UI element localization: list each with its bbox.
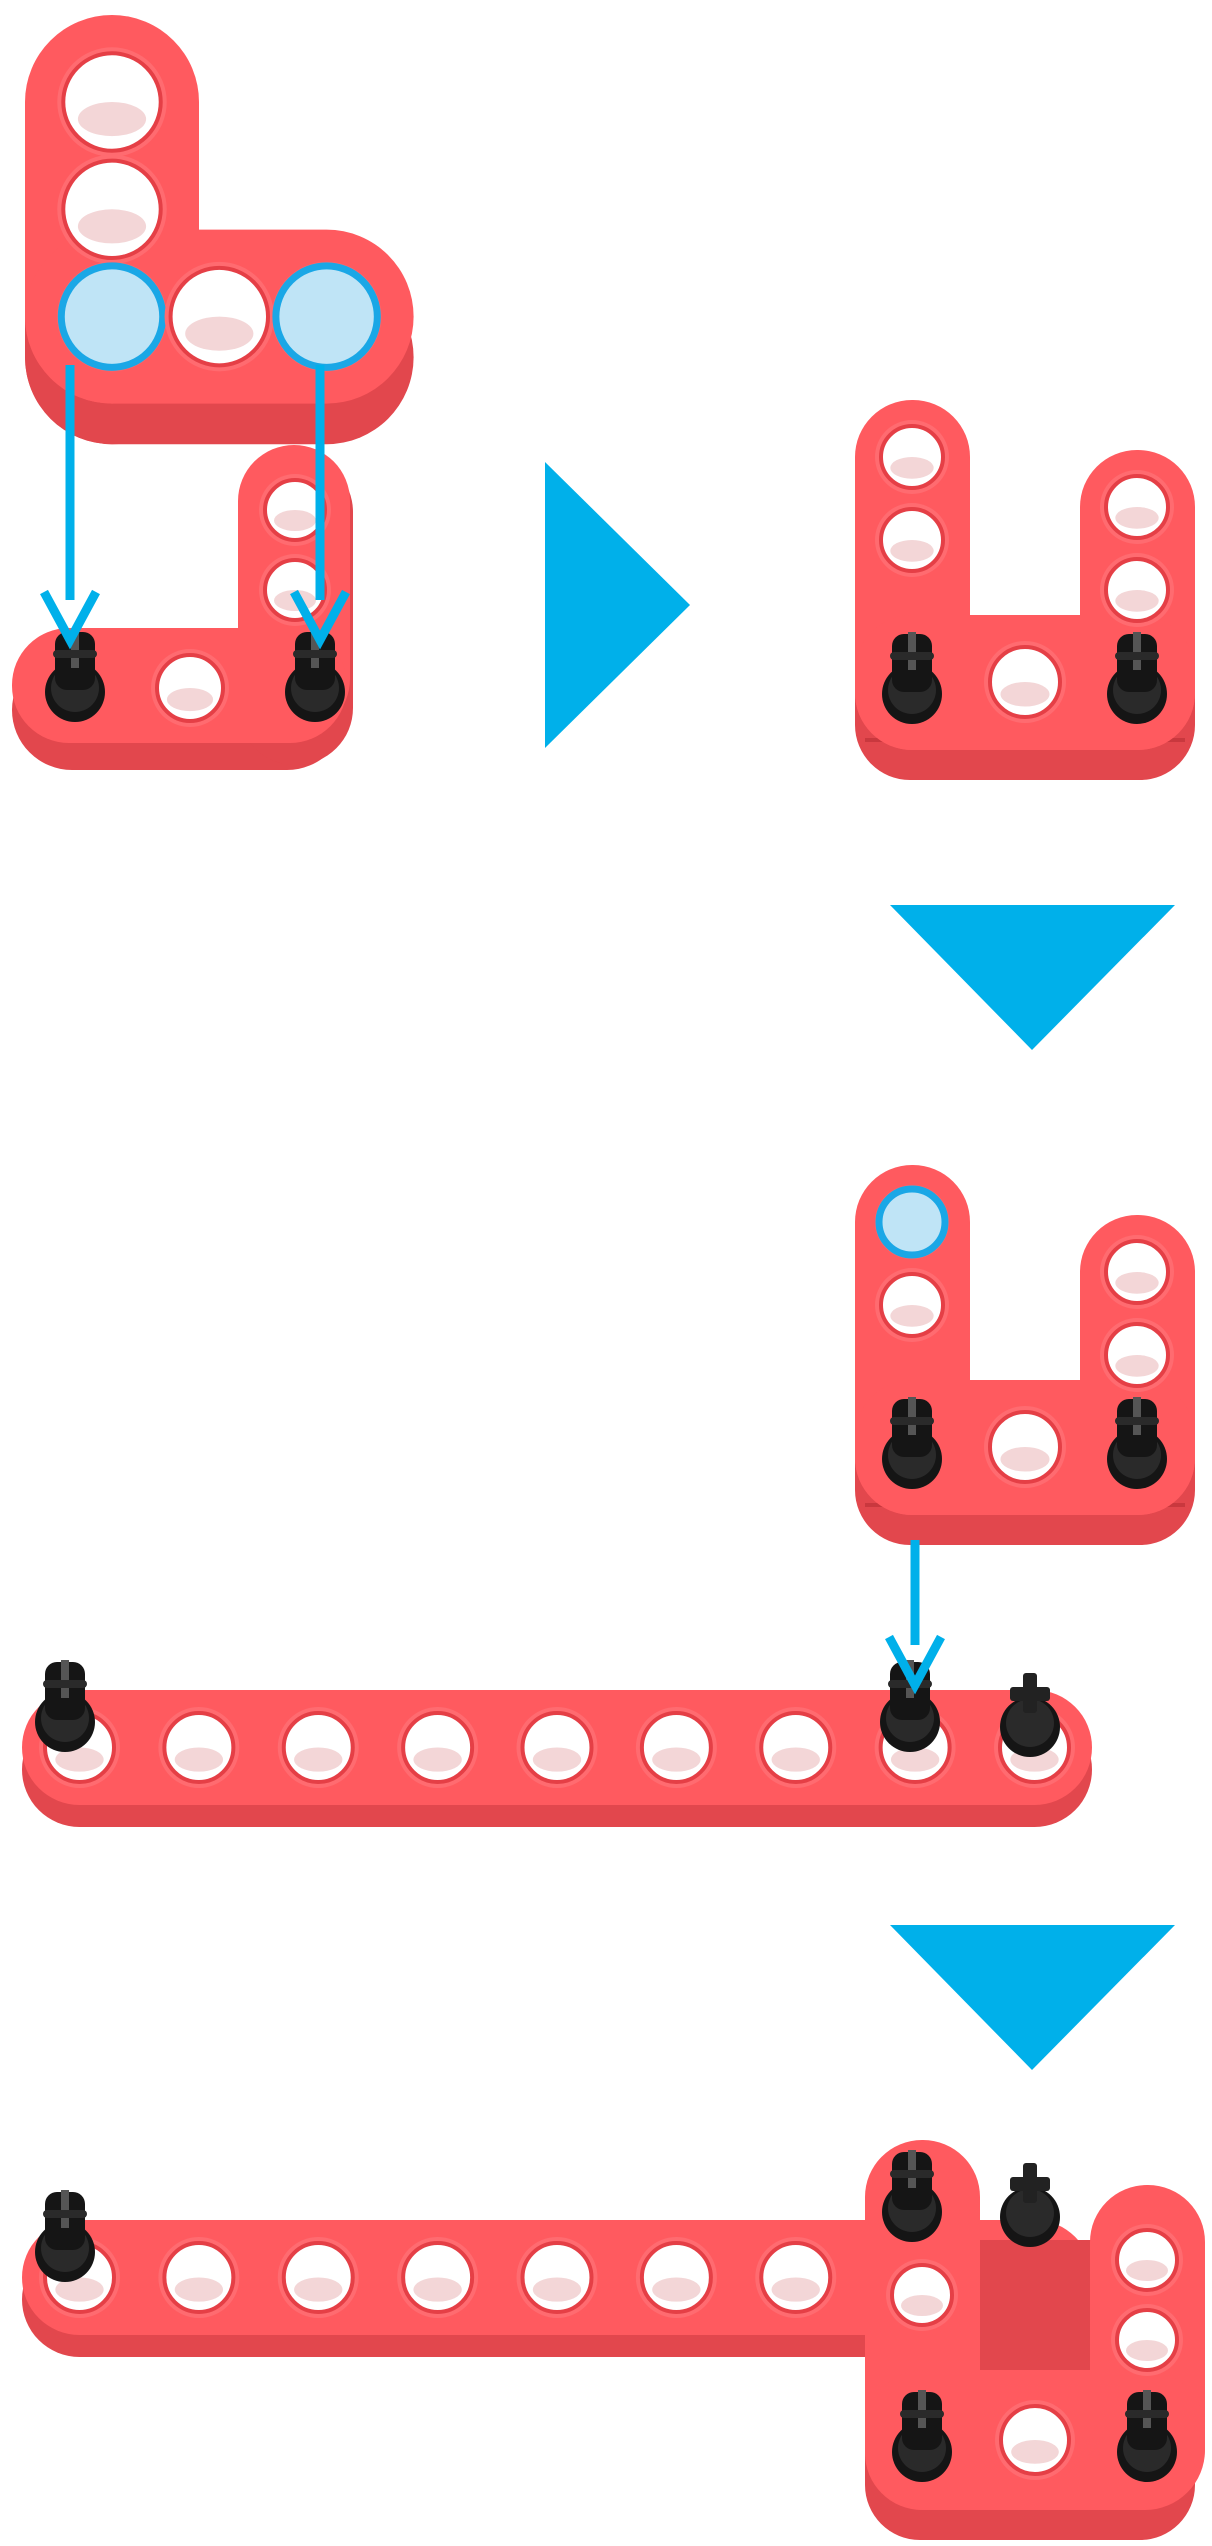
friction-pin xyxy=(35,1660,95,1752)
pin-slot xyxy=(61,1660,69,1698)
hole-shade xyxy=(890,457,933,479)
pin-ridge xyxy=(53,650,97,658)
angled-beam-stack xyxy=(855,400,1195,780)
angled-beam-stack xyxy=(855,1165,1195,1545)
pin-ridge xyxy=(890,2170,934,2178)
axle-pin xyxy=(1000,2163,1060,2247)
hole-shade xyxy=(772,1748,820,1772)
hole-shade xyxy=(185,317,253,351)
pin-slot xyxy=(908,1397,916,1435)
hole-shade xyxy=(1115,507,1158,529)
axle-cross-v xyxy=(1023,1673,1037,1713)
hole-shade xyxy=(1001,1447,1050,1472)
hole-shade xyxy=(890,1305,933,1327)
pin-ridge xyxy=(890,652,934,660)
pin-ridge xyxy=(890,1417,934,1425)
pin-ridge xyxy=(1115,652,1159,660)
axle-pin xyxy=(1000,1673,1060,1757)
hole-shade xyxy=(533,2278,581,2302)
highlight-ring xyxy=(276,266,377,367)
triangle-right-icon xyxy=(545,462,690,748)
hole-shade xyxy=(533,1748,581,1772)
step-4 xyxy=(22,2140,1205,2540)
hole-shade xyxy=(1115,1355,1158,1377)
hole-shade xyxy=(901,2295,943,2316)
pin-ridge xyxy=(43,1680,87,1688)
pin-ridge xyxy=(900,2410,944,2418)
hole-shade xyxy=(175,2278,223,2302)
friction-pin xyxy=(35,2190,95,2282)
hole-shade xyxy=(294,2278,342,2302)
hole-shade xyxy=(175,1748,223,1772)
pin-ridge xyxy=(293,650,337,658)
pin-slot xyxy=(908,2150,916,2188)
angled-beam-top xyxy=(25,15,414,444)
step-2 xyxy=(855,400,1195,780)
pin-slot xyxy=(908,632,916,670)
hole-shade xyxy=(652,2278,700,2302)
pin-slot xyxy=(61,2190,69,2228)
triangle-down-icon xyxy=(890,1925,1175,2070)
triangle-down-icon xyxy=(890,905,1175,1050)
hole-shade xyxy=(1126,2260,1168,2281)
hole-shade xyxy=(1011,2440,1059,2464)
hole-shade xyxy=(652,1748,700,1772)
highlight-ring xyxy=(61,266,162,367)
axle-cross-v xyxy=(1023,2163,1037,2203)
pin-ridge xyxy=(1125,2410,1169,2418)
hole-shade xyxy=(78,209,146,243)
hole-shade xyxy=(294,1748,342,1772)
hole-shade xyxy=(1126,2340,1168,2361)
hole-shade xyxy=(413,1748,461,1772)
pin-slot xyxy=(1133,1397,1141,1435)
highlight-ring xyxy=(879,1189,945,1255)
pin-slot xyxy=(918,2390,926,2428)
hole-shade xyxy=(274,510,316,531)
hole-shade xyxy=(1001,682,1050,707)
beam-hole xyxy=(171,268,268,365)
pin-ridge xyxy=(43,2210,87,2218)
beam-hole xyxy=(63,53,160,150)
hole-shade xyxy=(413,2278,461,2302)
beam-hole xyxy=(881,426,943,488)
hole-shade xyxy=(1115,1272,1158,1294)
hole-shade xyxy=(890,540,933,562)
pin-slot xyxy=(1143,2390,1151,2428)
hole-shade xyxy=(772,2278,820,2302)
hole-shade xyxy=(78,102,146,136)
hole-shade xyxy=(1115,590,1158,612)
pin-slot xyxy=(1133,632,1141,670)
step-3 xyxy=(22,1165,1195,1827)
pin-ridge xyxy=(1115,1417,1159,1425)
hole-shade xyxy=(167,688,213,711)
